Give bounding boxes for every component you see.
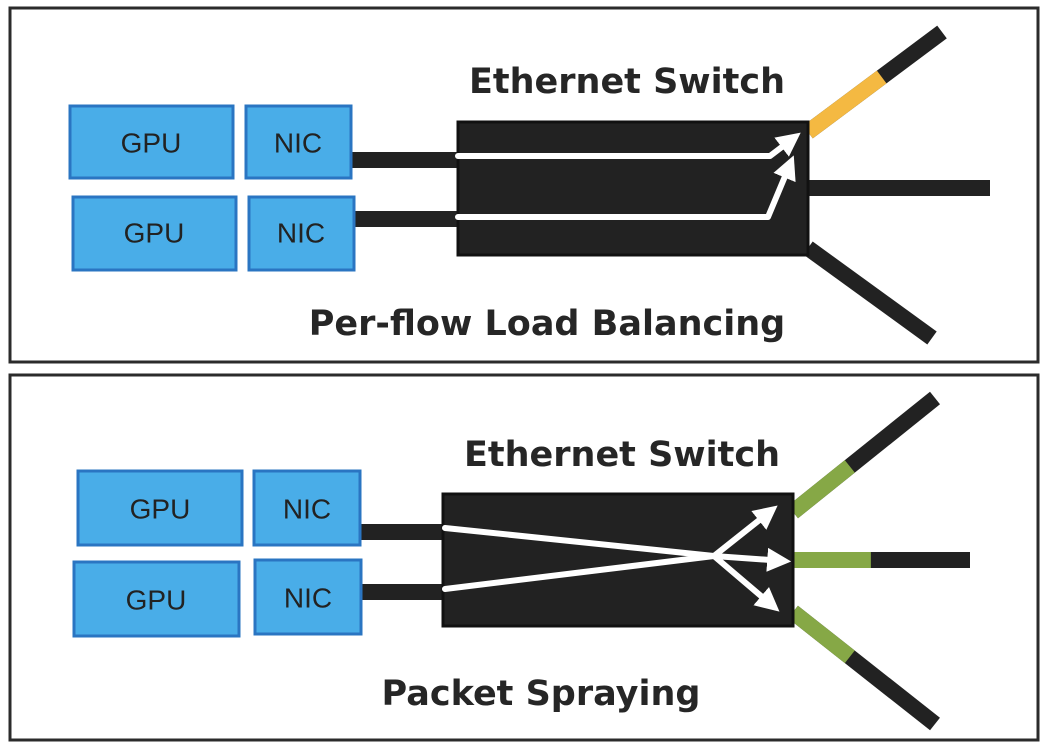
uplink-upper <box>803 25 947 139</box>
gpu-label: GPU <box>121 128 182 159</box>
host-row: GPU NIC <box>76 469 362 547</box>
uplink-lower <box>803 241 937 345</box>
nic-box <box>247 195 356 272</box>
uplink-spray-highlight <box>787 460 855 519</box>
panel-caption: Packet Spraying <box>382 674 701 714</box>
uplink-upper <box>787 391 941 519</box>
switch-title: Ethernet Switch <box>469 62 785 102</box>
gpu-box <box>68 104 235 180</box>
gpu-label: GPU <box>124 218 185 249</box>
nic-label: NIC <box>274 128 322 159</box>
spray-arrow-down <box>711 553 780 612</box>
gpu-label: GPU <box>130 494 191 525</box>
flow-arrow <box>455 132 801 159</box>
nic-label: NIC <box>283 494 331 525</box>
nic-box <box>252 469 362 547</box>
host-row: GPU NIC <box>71 195 356 272</box>
panel-packet-spraying: GPU NIC GPU NIC Ethernet Switch Packet S… <box>8 373 1040 742</box>
uplink-congestion-highlight <box>803 70 887 139</box>
flow-arrows <box>442 505 792 612</box>
gpu-box <box>76 469 244 547</box>
host-row: GPU NIC <box>68 104 353 180</box>
spray-arrow-up <box>711 505 778 559</box>
panel-per-flow-load-balancing: GPU NIC GPU NIC Ethernet Switch Per-flow… <box>8 6 1040 364</box>
flow-arrow <box>442 553 717 592</box>
nic-label: NIC <box>277 218 325 249</box>
gpu-box <box>71 195 238 272</box>
host-row: GPU NIC <box>72 558 363 638</box>
uplink-spray-highlight <box>788 605 855 664</box>
nic-box <box>244 104 353 180</box>
nic-label: NIC <box>284 583 332 614</box>
gpu-label: GPU <box>126 585 187 616</box>
flow-arrow <box>455 155 796 220</box>
flow-arrow <box>442 525 717 559</box>
uplink-lower <box>788 605 940 731</box>
ethernet-switch <box>456 120 810 257</box>
spray-arrow-middle <box>711 547 792 572</box>
panel-caption: Per-flow Load Balancing <box>309 304 785 344</box>
uplink-cable <box>803 241 937 345</box>
gpu-box <box>72 560 241 638</box>
switch-title: Ethernet Switch <box>464 435 780 475</box>
flow-arrows <box>455 132 801 220</box>
nic-box <box>253 558 363 636</box>
